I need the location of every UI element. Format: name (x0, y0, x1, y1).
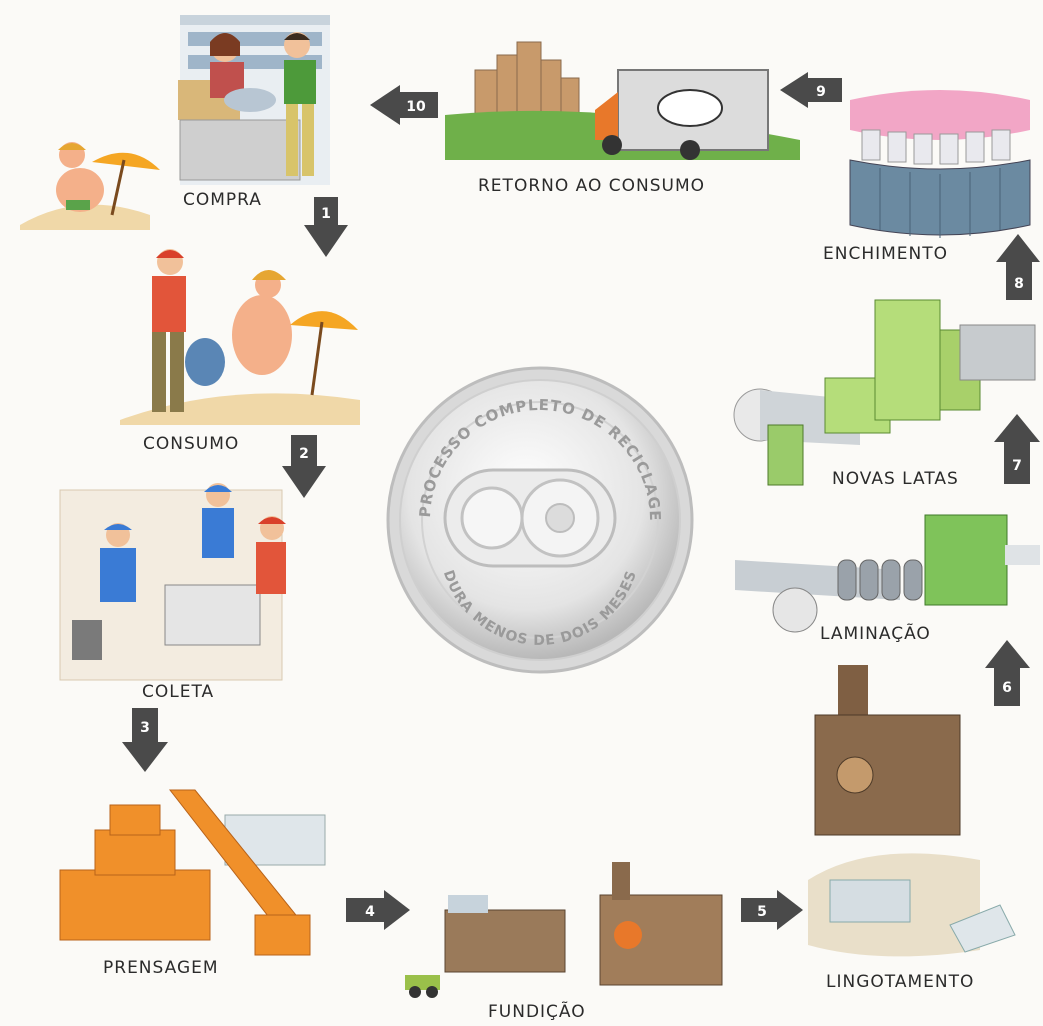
arrow-10-icon (370, 85, 438, 125)
can-tab-icon (443, 468, 617, 568)
arrow-9-number: 9 (816, 84, 826, 100)
arrow-1-number: 1 (321, 206, 331, 222)
arrow-3-icon (122, 708, 168, 772)
step-label-coleta: COLETA (142, 682, 215, 702)
retorno-illustration (445, 41, 800, 160)
arrow-7-number: 7 (1012, 458, 1022, 474)
coleta-illustration (59, 483, 286, 681)
beach-scene-illustration (20, 142, 160, 230)
step-arrows: 1 2 3 4 5 6 7 8 9 10 (122, 72, 1040, 930)
arrow-9-icon (780, 72, 842, 108)
step-label-enchimento: ENCHIMENTO (823, 244, 949, 264)
arrow-5-number: 5 (757, 904, 767, 920)
arrow-7-icon (994, 414, 1040, 484)
enchimento-illustration (849, 90, 1031, 238)
laminacao-illustration (735, 514, 1040, 633)
step-label-novas-latas: NOVAS LATAS (832, 469, 959, 489)
consumo-illustration (120, 249, 360, 425)
arrow-8-icon (996, 234, 1040, 300)
arrow-4-number: 4 (365, 904, 375, 920)
step-label-prensagem: PRENSAGEM (103, 958, 219, 978)
arrow-2-number: 2 (299, 446, 309, 462)
arrow-1-icon (304, 197, 348, 257)
step-label-fundicao: FUNDIÇÃO (488, 1002, 586, 1022)
arrow-10-number: 10 (406, 99, 426, 115)
arrow-4-icon (346, 890, 410, 930)
step-label-consumo: CONSUMO (143, 434, 240, 454)
step-label-laminacao: LAMINAÇÃO (820, 624, 931, 644)
compra-illustration (178, 15, 330, 185)
prensagem-illustration (59, 789, 326, 956)
lingotamento-illustration (808, 665, 1016, 957)
arrow-6-number: 6 (1002, 680, 1012, 696)
arrow-2-icon (282, 435, 326, 498)
arrow-3-number: 3 (140, 720, 150, 736)
fundicao-illustration (405, 862, 723, 998)
step-label-compra: COMPRA (183, 190, 262, 210)
arrow-5-icon (741, 890, 803, 930)
step-label-lingotamento: LINGOTAMENTO (826, 972, 975, 992)
arrow-6-icon (985, 640, 1030, 706)
novas-latas-illustration (733, 299, 1036, 486)
arrow-8-number: 8 (1014, 276, 1024, 292)
step-label-retorno: RETORNO AO CONSUMO (478, 176, 705, 196)
